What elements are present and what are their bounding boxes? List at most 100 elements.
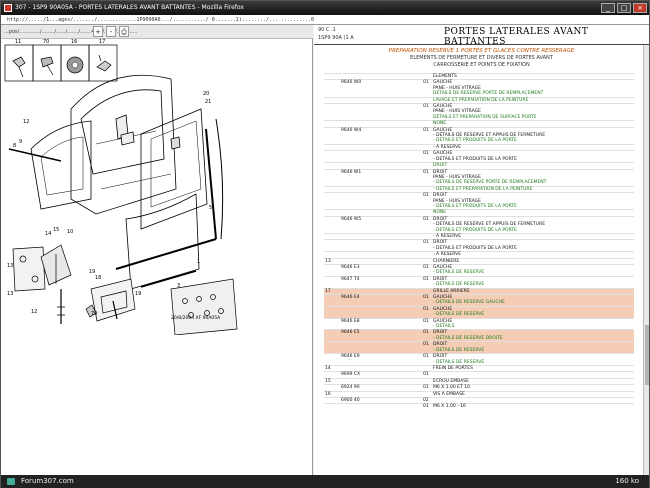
maximize-button[interactable]: □ [617, 3, 631, 13]
part-number-cell [340, 377, 422, 385]
part-number-cell [340, 390, 422, 398]
ref-cell [324, 168, 340, 187]
description-sub: PANE - HUIS VITRAGE [433, 174, 481, 180]
url-bar[interactable]: http://...../1...ages/......./..........… [1, 15, 649, 25]
table-row[interactable]: - DETAILS ET PREPARATION DE LA PEINTURE [324, 185, 634, 193]
table-row[interactable]: ELEMENTS [324, 72, 634, 80]
close-button[interactable]: × [633, 3, 647, 13]
ref-cell [324, 371, 340, 379]
table-row[interactable]: - A RESERVE [324, 143, 634, 151]
table-row[interactable]: - A RESERVE [324, 232, 634, 240]
diagram-path: ...pos/............./......../....../...… [4, 29, 138, 35]
zoom-out-button[interactable]: - [106, 26, 116, 37]
table-row[interactable]: - A RESERVE [324, 251, 634, 259]
table-row[interactable]: LAVAGE ET PREPARATION DE LA PEINTURE [324, 96, 634, 104]
callout-70b: 70 [91, 311, 97, 317]
quantity-cell: 01 [422, 126, 432, 145]
description-sub: PANE - HUIS VITRAGE [433, 198, 481, 204]
door-diagram-svg: 11 70 16 17 12 20 21 9 8 1 14 15 10 13 1… [4, 39, 238, 336]
ref-cell [324, 275, 340, 289]
description-main: GAUCHE [433, 306, 453, 312]
part-number-cell [340, 341, 422, 354]
scrollbar-thumb[interactable] [645, 325, 649, 385]
description-main: GAUCHE [433, 104, 453, 110]
callout-14: 14 [45, 231, 51, 237]
description-main: DROIT [433, 169, 448, 175]
zoom-in-button[interactable]: + [93, 26, 103, 37]
ref-cell [324, 185, 340, 193]
part-number-cell [340, 120, 422, 128]
ref-cell [324, 264, 340, 277]
quantity-cell: 01 [422, 384, 432, 392]
note-reserve: PREPARATION RESERVE 1 PORTES ET GLACES C… [388, 48, 575, 54]
table-row[interactable]: NONE [324, 120, 634, 128]
ref-cell [324, 192, 340, 210]
description-main: M6 X 1.00 - 16 [433, 404, 466, 410]
table-row[interactable]: DROIT [324, 162, 634, 169]
table-row[interactable]: NONE [324, 209, 634, 217]
description-note: DROIT [433, 163, 448, 169]
quantity-cell: 02 [422, 396, 432, 404]
callout-17: 17 [99, 39, 105, 45]
screw-icon [12, 56, 26, 78]
part-number-cell [340, 96, 422, 104]
callout-12b: 12 [31, 309, 37, 315]
part-number-cell: 6900 40 [340, 396, 422, 404]
part-number-cell [340, 251, 422, 259]
description-note: - DETAILS DE RESERVE [433, 282, 485, 288]
quantity-cell: 01 [422, 305, 432, 319]
description-cell: GAUCHE- DETAILS ET PRODUITS DE LA PORTE [432, 150, 634, 163]
callout-21: 21 [205, 99, 211, 105]
quantity-cell: 01 [422, 79, 432, 98]
vertical-scrollbar[interactable] [643, 45, 649, 475]
description-cell [432, 371, 634, 379]
part-number-cell [340, 305, 422, 319]
print-icon[interactable]: ⎙ [119, 26, 129, 37]
door-panel-drawing [8, 74, 224, 290]
ref-cell: 14 [324, 364, 340, 372]
description-cell: GAUCHE- DETAILS DE RESERVE ET APPUIS DE … [432, 126, 634, 145]
description-cell: DROIT- DETAILS DE RESERVE DROITE [432, 329, 634, 342]
clip-icon [96, 54, 112, 72]
description-main: VIS A EMBASE [433, 391, 465, 397]
description-main: GAUCHE [433, 295, 453, 301]
description-cell: DROIT [432, 162, 634, 169]
description-cell [432, 396, 634, 404]
part-number-cell: 9646 E3 [340, 264, 422, 277]
part-number-cell [340, 143, 422, 151]
callout-13b: 13 [7, 291, 13, 297]
title-bar: 307 - 1SP9 90A05A - PORTES LATERALES AVA… [1, 1, 649, 15]
ref-cell [324, 126, 340, 145]
minimize-button[interactable]: _ [601, 3, 615, 13]
connection-icon [7, 478, 15, 485]
part-number-cell: 9646 W1 [340, 168, 422, 187]
